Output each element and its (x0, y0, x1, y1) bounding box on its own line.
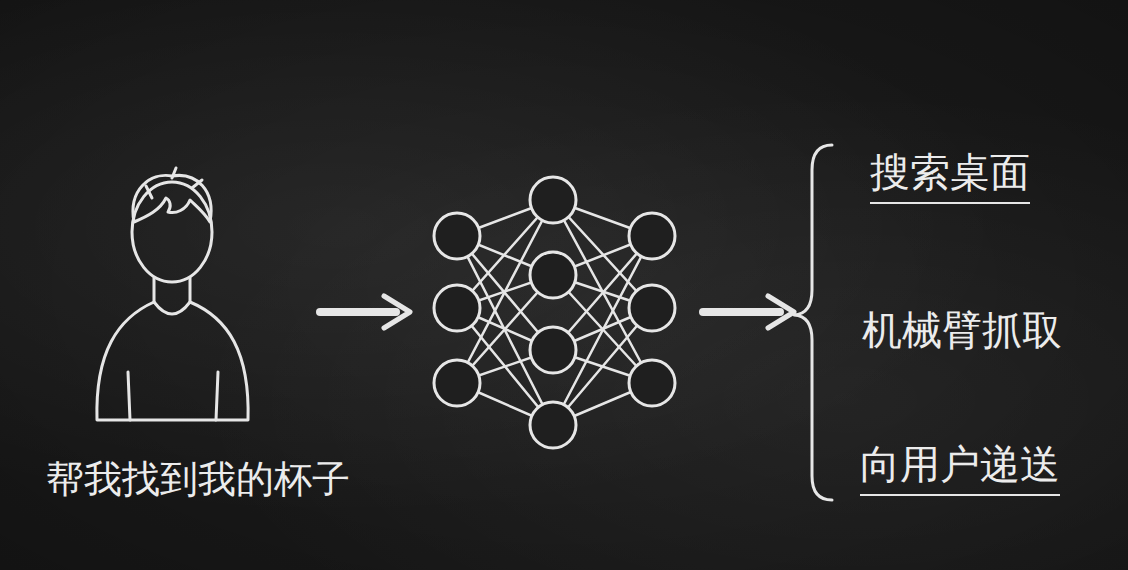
neuron (629, 213, 675, 259)
neuron (434, 360, 480, 406)
neuron (629, 285, 675, 331)
arrow-shaft (320, 308, 396, 316)
neuron (434, 285, 480, 331)
user-request: 帮我找到我的杯子 (46, 457, 350, 503)
neuron (434, 213, 480, 259)
neuron (530, 327, 576, 373)
hair-spikes (146, 168, 202, 198)
person-torso (97, 302, 248, 420)
arrow-shaft (703, 308, 780, 316)
neuron (530, 402, 576, 448)
action-step: 搜索桌面 (870, 148, 1030, 204)
neuron (629, 360, 675, 406)
network-neurons (434, 177, 675, 448)
arrow-one (320, 296, 410, 328)
person-sleeves (128, 372, 218, 420)
curly-brace (794, 145, 832, 500)
action-step: 向用户递送 (860, 440, 1060, 496)
action-step: 机械臂抓取 (862, 306, 1062, 354)
arrow-two (703, 296, 794, 328)
arrow-head (384, 296, 410, 328)
person-head (132, 182, 212, 282)
neuron (530, 252, 576, 298)
arrow-head (768, 296, 794, 328)
neuron (530, 177, 576, 223)
person-neck (154, 278, 190, 302)
network-links (457, 200, 652, 425)
person-figure (97, 168, 248, 420)
